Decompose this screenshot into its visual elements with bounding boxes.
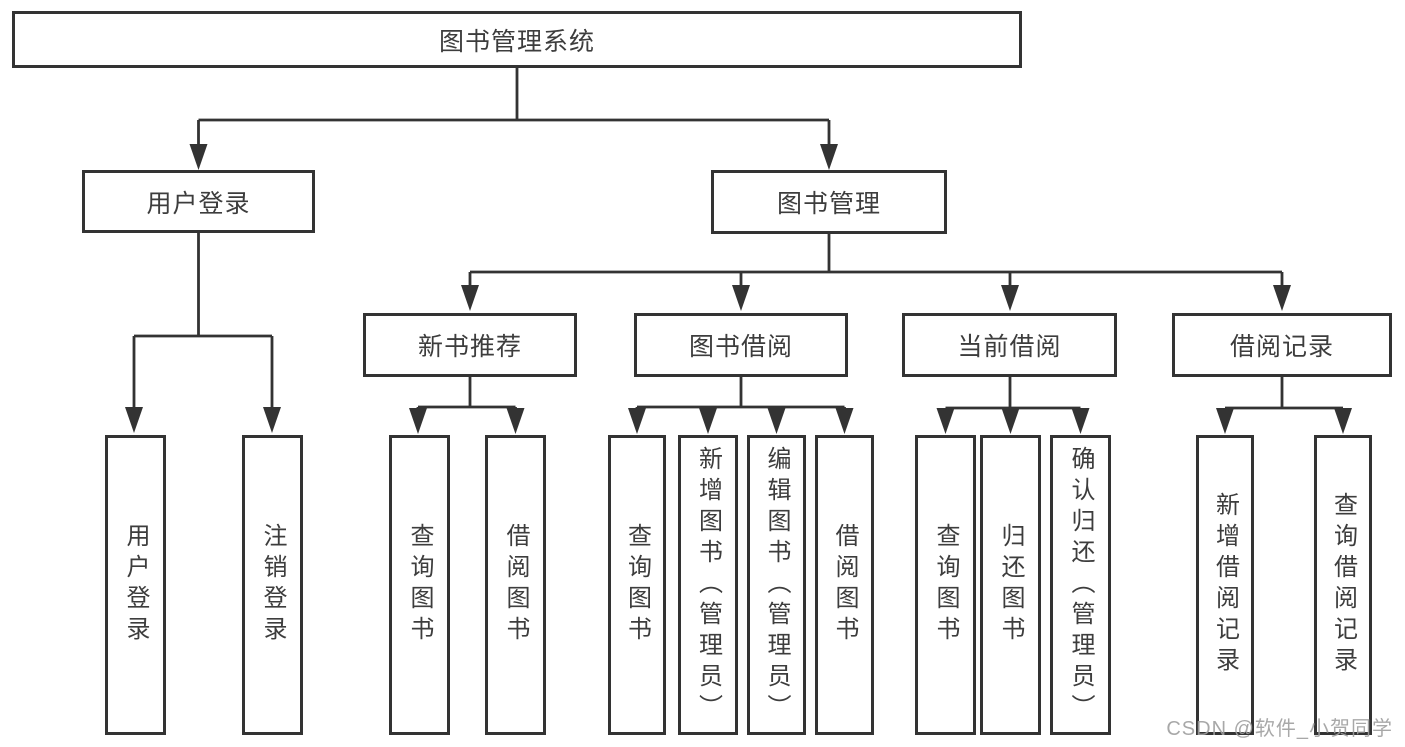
leaf-return-books: 归还图书 [980,435,1041,735]
leaf-query-books-recommend: 查询图书 [389,435,450,735]
leaf-query-borrow-record: 查询借阅记录 [1314,435,1372,735]
leaf-query-books-borrow: 查询图书 [608,435,666,735]
leaf-query-books-current: 查询图书 [915,435,976,735]
leaf-user-login: 用户登录 [105,435,166,735]
leaf-borrow-books: 借阅图书 [815,435,874,735]
leaf-add-books-admin: 新增图书（管理员） [678,435,738,735]
node-current-borrow: 当前借阅 [902,313,1117,377]
leaf-add-borrow-record: 新增借阅记录 [1196,435,1254,735]
node-library-management-system: 图书管理系统 [12,11,1022,68]
node-borrow-records: 借阅记录 [1172,313,1392,377]
node-user-login: 用户登录 [82,170,315,233]
arrowhead-icons [125,144,1352,434]
csdn-watermark: CSDN @软件_小贺同学 [1166,718,1393,740]
leaf-edit-books-admin: 编辑图书（管理员） [747,435,806,735]
leaf-borrow-books-recommend: 借阅图书 [485,435,546,735]
leaf-confirm-return-admin: 确认归还（管理员） [1050,435,1111,735]
leaf-logout: 注销登录 [242,435,303,735]
node-book-borrow: 图书借阅 [634,313,848,377]
node-book-management: 图书管理 [711,170,947,234]
node-new-book-recommend: 新书推荐 [363,313,577,377]
